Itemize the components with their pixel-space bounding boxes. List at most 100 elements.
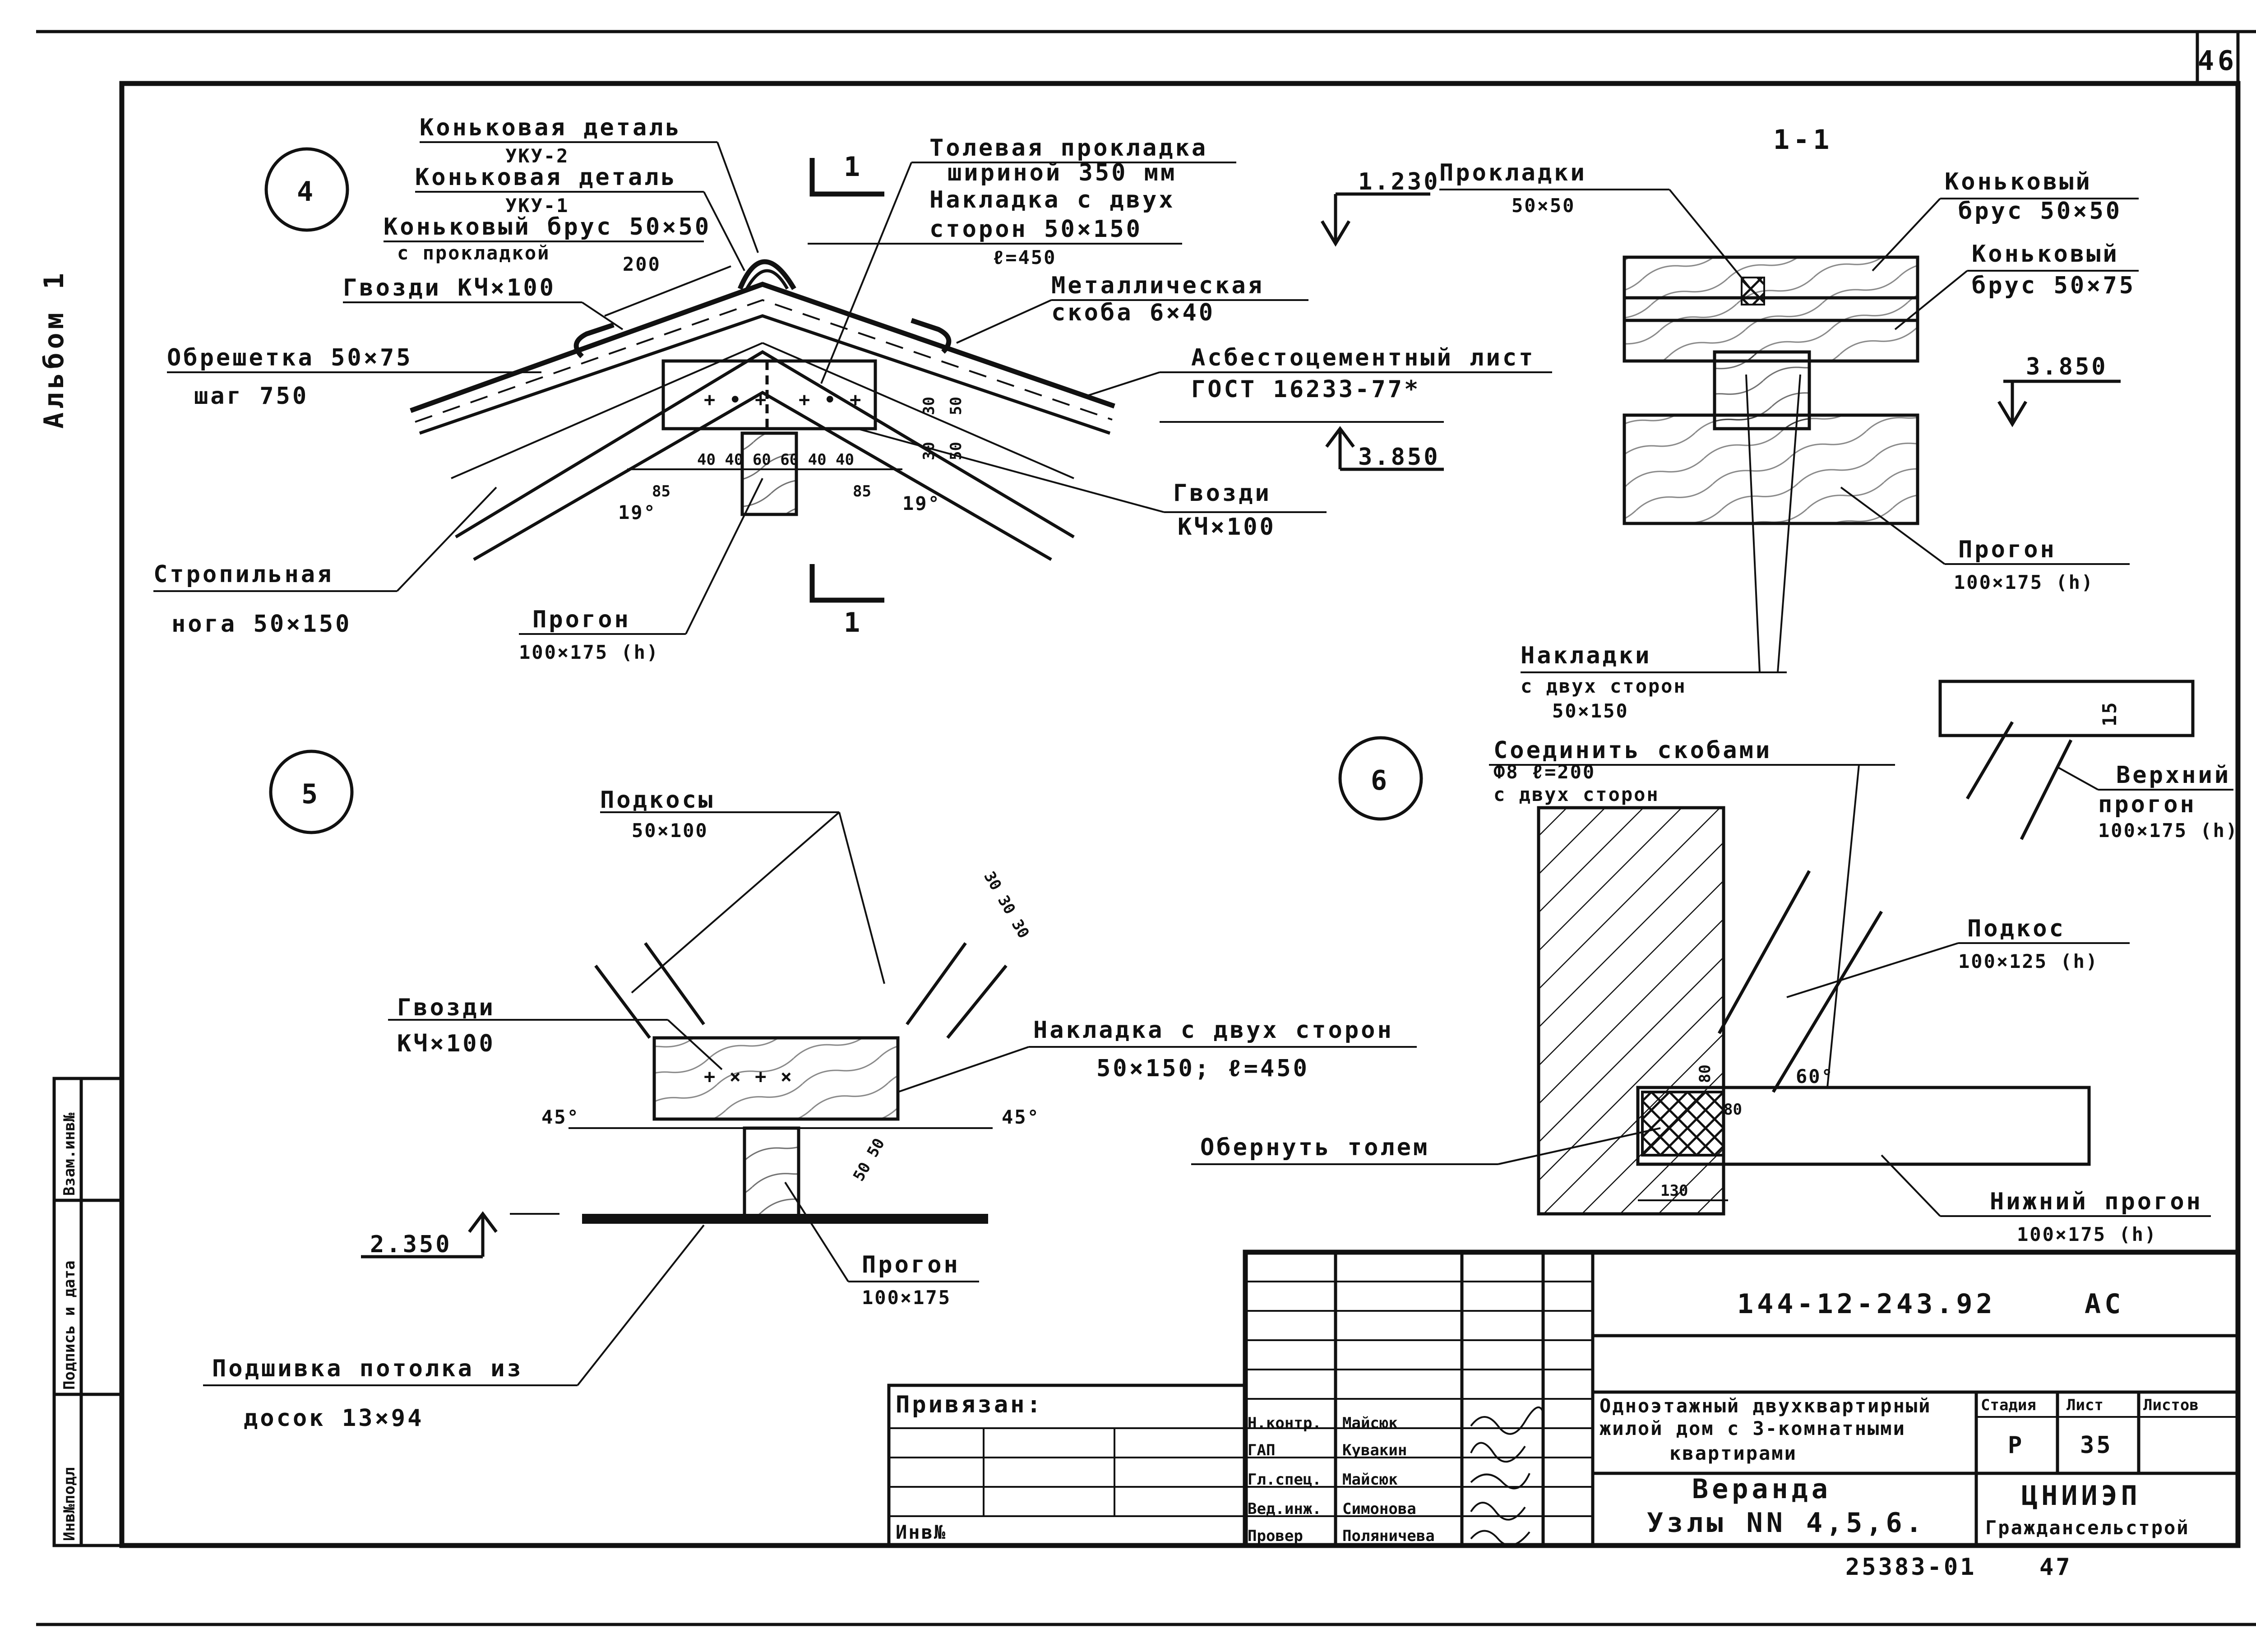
rafter-top xyxy=(455,350,1075,539)
dim-85-left: 85 xyxy=(652,482,670,500)
side-inv-orig: Инв№подл xyxy=(60,1467,79,1541)
sheet-value: 35 xyxy=(2080,1432,2113,1459)
stage-value: Р xyxy=(2008,1432,2024,1459)
dim-80-v: 80 xyxy=(1696,1064,1714,1083)
sheets-header: Листов xyxy=(2143,1396,2199,1414)
dim-200: 200 xyxy=(623,253,661,275)
sheet-title-b: Узлы NN 4,5,6. xyxy=(1647,1507,1926,1539)
role-3: Вед.инж. xyxy=(1248,1500,1322,1518)
tar-wrap xyxy=(1641,1091,1725,1157)
dim-85-right: 85 xyxy=(853,482,871,500)
project-title-a: Одноэтажный двухквартирный xyxy=(1600,1395,1931,1417)
svg-text:УКУ-2: УКУ-2 xyxy=(505,145,569,167)
level-1230: 1.230 xyxy=(1358,168,1440,195)
roof-top-left-line xyxy=(419,314,1111,435)
label-nails-top: Гвозди КЧ×100 xyxy=(343,274,556,301)
batten-line xyxy=(415,299,1113,423)
label-connect: Соединить скобами xyxy=(1493,737,1772,764)
side-stamp: Инв№подл Подпись и дата Взам.инв№ xyxy=(52,1077,124,1547)
title-block: 144-12-243.92 АС Одноэтажный двухквартир… xyxy=(887,1249,2241,1548)
sheet-header: Лист xyxy=(2066,1396,2103,1414)
label-upper-purlin: Верхний xyxy=(2116,762,2231,789)
node-5: 5 + × + × Подкосы 50×100 30 30 30 Гвозди… xyxy=(203,750,1417,1432)
svg-text:шириной 350 мм: шириной 350 мм xyxy=(948,159,1177,186)
svg-text:КЧ×100: КЧ×100 xyxy=(397,1030,495,1057)
svg-text:сторон 50×150: сторон 50×150 xyxy=(929,216,1142,243)
label-ridge-beam: Коньковый брус 50×50 xyxy=(384,213,711,241)
rafter-grain xyxy=(451,342,1074,479)
signature-3 xyxy=(1470,1502,1526,1521)
label-tar-pad: Толевая прокладка xyxy=(929,134,1208,162)
label-lower-purlin: Нижний прогон xyxy=(1990,1188,2203,1215)
svg-text:скоба 6×40: скоба 6×40 xyxy=(1051,299,1215,326)
dim-50-a: 50 xyxy=(947,397,965,415)
label-overlay-5: Накладка с двух сторон xyxy=(1033,1017,1394,1044)
label-ceiling: Подшивка потолка из xyxy=(212,1355,523,1382)
section-mark-bottom: 1 xyxy=(844,607,864,639)
side-sign-date: Подпись и дата xyxy=(60,1260,79,1390)
page-number-box xyxy=(2196,30,2240,85)
dim-30-a: 30 xyxy=(920,397,938,415)
dim-130: 130 xyxy=(1660,1182,1688,1200)
rafter-bottom xyxy=(473,390,1052,561)
section11-title: 1-1 xyxy=(1773,124,1833,156)
label-struts: Подкосы xyxy=(600,787,715,814)
section-cut-top xyxy=(809,158,884,197)
label-nails-bottom: Гвозди xyxy=(1173,480,1271,507)
role-2: Гл.спец. xyxy=(1248,1471,1322,1489)
dim-15: 15 xyxy=(2099,701,2121,727)
node4-number: 4 xyxy=(297,176,317,208)
angle-60: 60° xyxy=(1796,1065,1834,1087)
svg-text:+ • +: + • + xyxy=(704,389,767,411)
role-0: Н.контр. xyxy=(1248,1414,1322,1432)
label-ridge-detail-1: Коньковая деталь xyxy=(415,164,677,191)
section-1-1: 1-1 Прокладки 50×50 Коньковый брус 50×50… xyxy=(1439,124,2139,722)
dim-303030: 30 30 30 xyxy=(980,869,1033,942)
signature-4 xyxy=(1470,1530,1530,1546)
svg-text:100×175: 100×175 xyxy=(862,1286,951,1309)
label-ridge1: Коньковый xyxy=(1945,168,2092,195)
page-number: 46 xyxy=(2198,45,2238,77)
level-3850-4: 3.850 xyxy=(1358,444,1440,471)
signature-2 xyxy=(1470,1473,1530,1490)
left-strut xyxy=(594,942,705,1039)
svg-text:ℓ=450: ℓ=450 xyxy=(993,246,1056,268)
svg-text:100×175 (h): 100×175 (h) xyxy=(2098,819,2238,842)
roof-sheet-line xyxy=(410,282,1115,413)
dim-series: 40 40 60 60 40 40 xyxy=(697,451,854,469)
svg-text:КЧ×100: КЧ×100 xyxy=(1178,514,1276,541)
name-1: Кувакин xyxy=(1342,1441,1407,1459)
svg-text:100×175 (h): 100×175 (h) xyxy=(2017,1223,2157,1245)
album-label: Альбом 1 xyxy=(38,269,70,429)
name-4: Поляничева xyxy=(1342,1527,1435,1545)
svg-text:100×175 (h): 100×175 (h) xyxy=(1954,571,2094,593)
label-ridge2: Коньковый xyxy=(1972,241,2119,268)
footer-code: 25383-01 xyxy=(1845,1554,1976,1581)
role-1: ГАП xyxy=(1248,1441,1275,1459)
lower-purlin xyxy=(1636,1086,2091,1166)
node-4: 4 + • + + • + 40 40 60 60 40 40 85 85 19… xyxy=(153,114,1552,663)
svg-text:нога 50×150: нога 50×150 xyxy=(171,611,351,638)
project-title-b: жилой дом с 3-комнатными xyxy=(1600,1417,1906,1439)
level-3850-11: 3.850 xyxy=(2026,353,2108,380)
ridge-cap xyxy=(737,259,796,290)
label-rafter: Стропильная xyxy=(153,561,333,588)
angle-right-5: 45° xyxy=(1002,1106,1040,1128)
angle-left-5: 45° xyxy=(541,1106,580,1128)
label-bracket: Металлическая xyxy=(1051,272,1264,299)
right-strut xyxy=(906,942,1008,1039)
side-replace-inv: Взам.инв№ xyxy=(60,1112,79,1196)
node5-number: 5 xyxy=(301,778,321,810)
node6-number: 6 xyxy=(1371,765,1391,796)
node6-circle xyxy=(1338,736,1423,821)
org-sub: Граждансельстрой xyxy=(1985,1517,2190,1539)
svg-text:100×125 (h): 100×125 (h) xyxy=(1958,950,2099,972)
right-hook xyxy=(911,318,952,354)
svg-text:прогон: прогон xyxy=(2098,791,2196,818)
node4-circle xyxy=(264,147,349,232)
svg-text:с двух сторон: с двух сторон xyxy=(1493,783,1660,805)
label-overlays: Накладки xyxy=(1521,642,1651,669)
svg-text:100×175 (h): 100×175 (h) xyxy=(519,641,659,663)
section-cut-bottom xyxy=(809,564,884,603)
